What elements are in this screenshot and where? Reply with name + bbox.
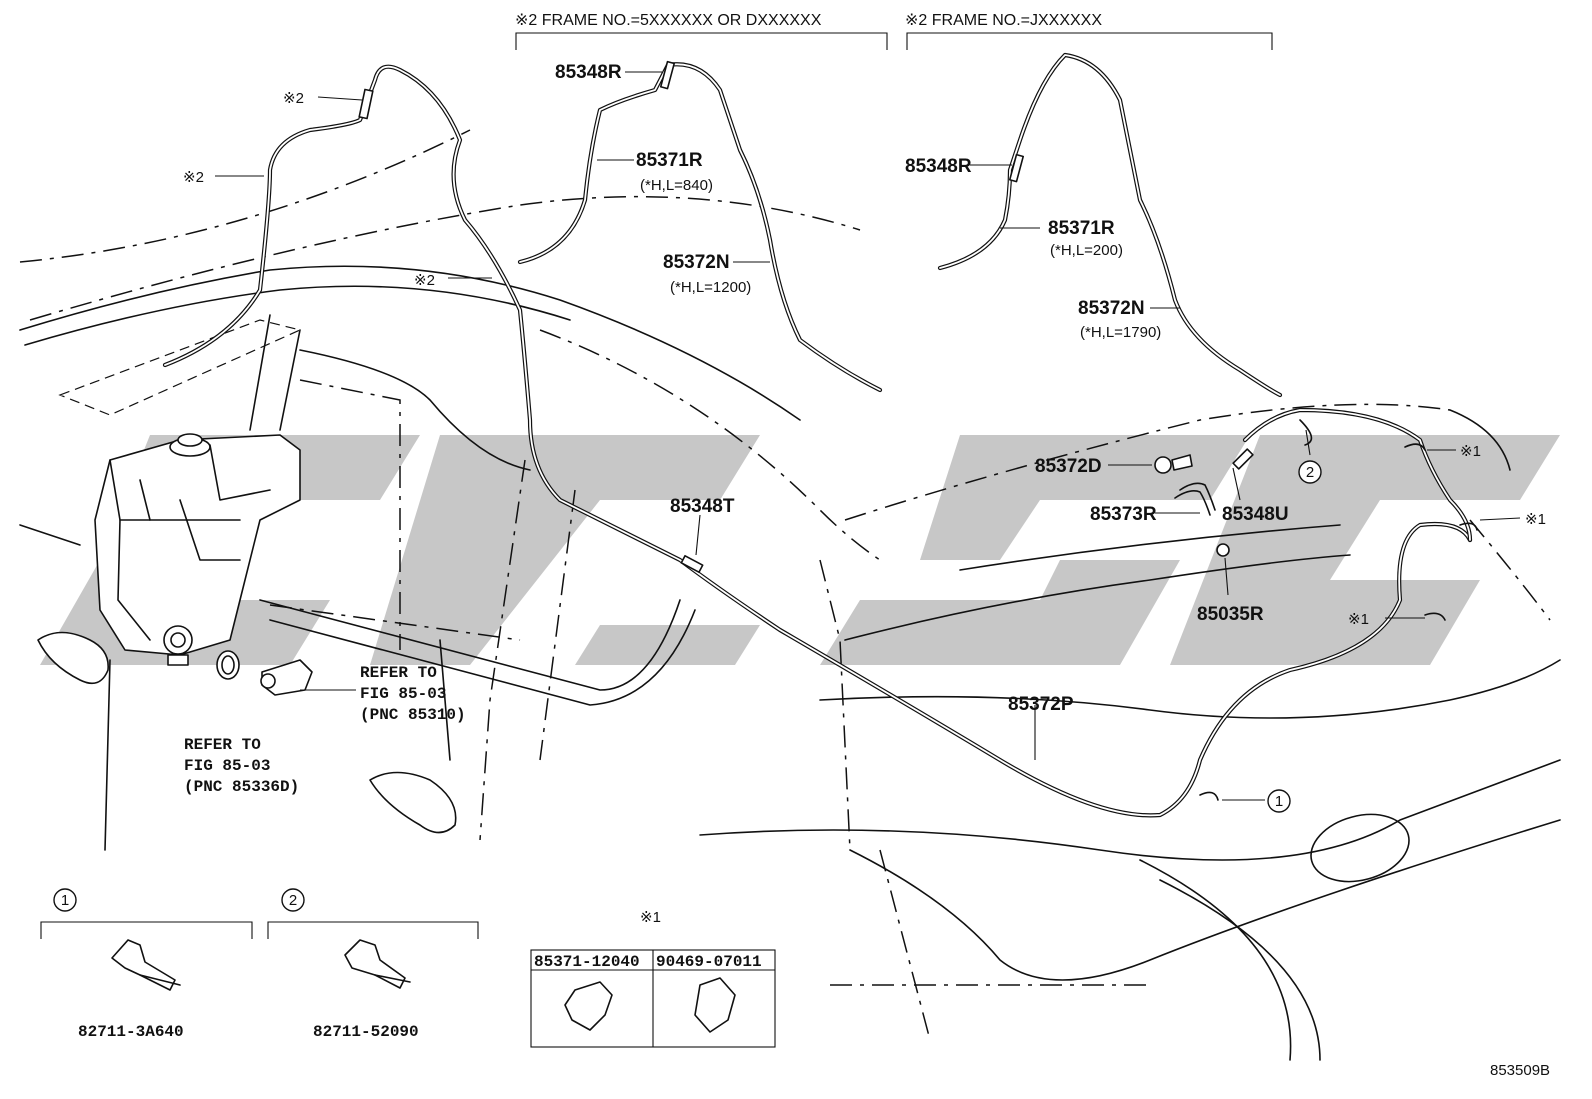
table-col2-part: 90469-07011: [656, 953, 762, 971]
refer-note-a-line2: FIG 85-03: [360, 685, 446, 703]
legend-box-1: [40, 888, 253, 991]
mark-2-a: ※2: [283, 90, 304, 107]
legend-box1-part: 82711-3A640: [78, 1023, 184, 1041]
hose-joints: [358, 60, 1478, 801]
frame-brackets: [515, 32, 1273, 50]
part-label-85372d: 85372D: [1035, 456, 1102, 477]
part-label-85348t: 85348T: [670, 496, 735, 517]
leader-lines: [215, 71, 1521, 801]
legend-box2-part: 82711-52090: [313, 1023, 419, 1041]
hose-routing: [162, 52, 1473, 818]
part-length-85372n-b: (*H,L=1790): [1080, 324, 1161, 341]
mark-1-a: ※1: [1460, 443, 1481, 460]
callout-number-2: 2: [1306, 464, 1314, 481]
legend-box-2: [267, 888, 479, 989]
refer-note-b-line1: REFER TO: [184, 736, 261, 754]
table-col1-part: 85371-12040: [534, 953, 640, 971]
callout-circle-2: [1298, 460, 1322, 484]
part-label-85348r-a: 85348R: [555, 62, 622, 83]
vehicle-outline: [19, 129, 1561, 1061]
part-label-85348r-b: 85348R: [905, 156, 972, 177]
mark-1-b: ※1: [1525, 511, 1546, 528]
part-length-85371r-a: (*H,L=840): [640, 177, 713, 194]
frame-header-b: ※2 FRAME NO.=JXXXXXX: [905, 12, 1102, 29]
part-label-85372n-a: 85372N: [663, 252, 730, 273]
legend-box1-number: 1: [61, 892, 69, 909]
part-label-85372n-b: 85372N: [1078, 298, 1145, 319]
part-label-85348u: 85348U: [1222, 504, 1289, 525]
callout-number-1: 1: [1275, 793, 1283, 810]
washer-pump: [37, 631, 457, 834]
mark-2-b: ※2: [183, 169, 204, 186]
washer-tank: [94, 433, 301, 666]
refer-note-b-line2: FIG 85-03: [184, 757, 270, 775]
part-label-85035r: 85035R: [1197, 604, 1264, 625]
frame-header-a: ※2 FRAME NO.=5XXXXXX OR DXXXXXX: [515, 12, 822, 29]
part-label-85371r-b: 85371R: [1048, 218, 1115, 239]
mark-2-c: ※2: [414, 272, 435, 289]
table-mark-1: ※1: [640, 909, 661, 926]
part-label-85373r: 85373R: [1090, 504, 1157, 525]
refer-note-a-line3: (PNC 85310): [360, 706, 466, 724]
legend-box2-number: 2: [289, 892, 297, 909]
mark-1-c: ※1: [1348, 611, 1369, 628]
part-label-85371r-a: 85371R: [636, 150, 703, 171]
part-length-85372n-a: (*H,L=1200): [670, 279, 751, 296]
refer-note-b-line3: (PNC 85336D): [184, 778, 299, 796]
part-label-85372p: 85372P: [1008, 694, 1074, 715]
clip-table: [530, 949, 776, 1048]
illustration-code: 853509B: [1490, 1062, 1550, 1079]
refer-note-a-line1: REFER TO: [360, 664, 437, 682]
callout-circle-1: [1267, 789, 1291, 813]
part-length-85371r-b: (*H,L=200): [1050, 242, 1123, 259]
